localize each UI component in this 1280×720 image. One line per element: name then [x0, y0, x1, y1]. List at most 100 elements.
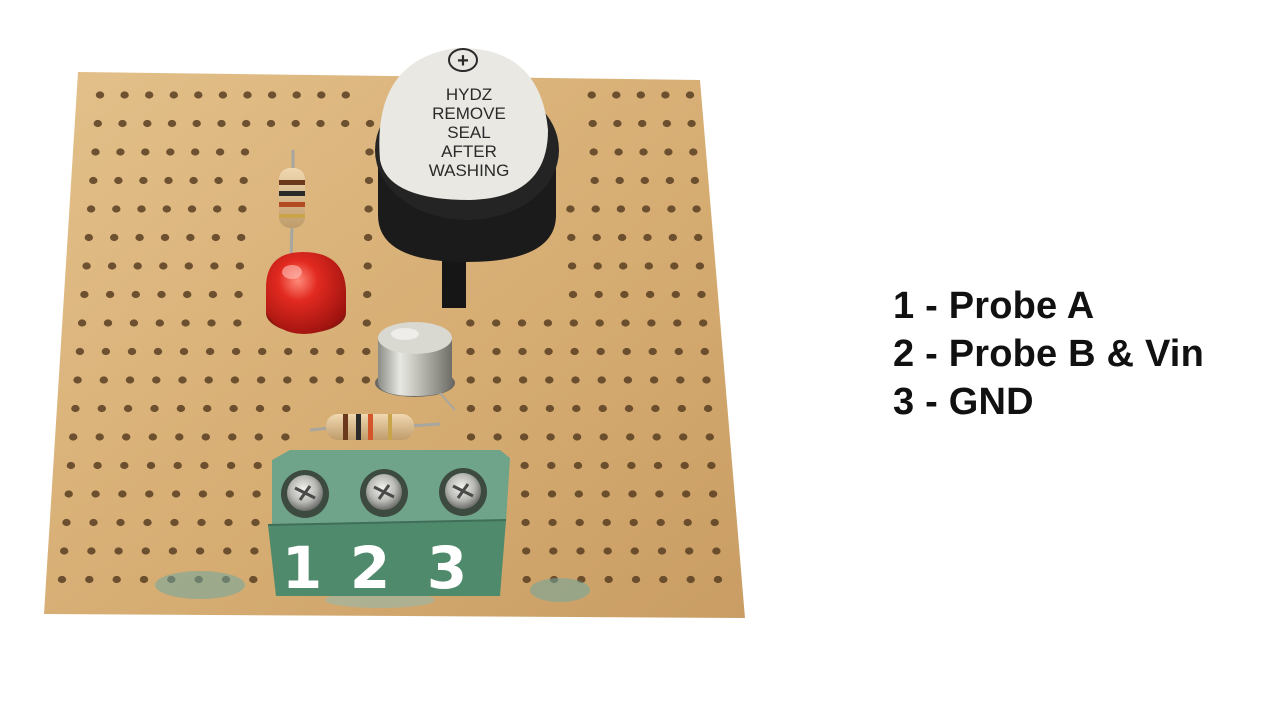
board-hole: [645, 290, 655, 299]
board-hole: [679, 433, 688, 441]
board-hole: [224, 518, 233, 527]
board-hole: [519, 404, 528, 413]
board-hole: [594, 290, 603, 299]
board-hole: [284, 347, 293, 356]
board-hole: [217, 119, 226, 128]
board-hole: [571, 376, 580, 384]
board-hole: [234, 290, 243, 299]
legend-item-probe-b-vin: 2 - Probe B & Vin: [893, 333, 1204, 375]
board-hole: [335, 376, 344, 384]
board-hole: [680, 461, 689, 470]
board-hole: [66, 461, 76, 470]
board-hole: [175, 433, 184, 441]
board-hole: [155, 319, 164, 327]
board-hole: [208, 290, 218, 299]
board-hole: [112, 205, 121, 213]
board-hole: [225, 490, 234, 498]
terminal-block: 1 2 3: [267, 450, 510, 602]
board-hole: [125, 376, 135, 384]
board-hole: [239, 176, 248, 185]
board-hole: [363, 290, 372, 299]
board-hole: [707, 461, 716, 470]
board-hole: [93, 119, 103, 128]
board-hole: [616, 205, 626, 213]
board-hole: [518, 347, 527, 356]
board-hole: [628, 490, 637, 498]
terminal-pin-number: 2: [350, 534, 390, 602]
buzzer: + HYDZ REMOVE SEAL AFTER WASHING: [375, 47, 559, 308]
board-hole: [690, 176, 700, 185]
board-hole: [492, 376, 502, 384]
resistor-bottom: [309, 414, 441, 440]
board-hole: [629, 518, 638, 527]
board-hole: [218, 91, 228, 99]
board-hole: [281, 433, 290, 441]
board-hole: [567, 262, 577, 270]
board-hole: [226, 461, 236, 470]
board-hole: [687, 119, 696, 128]
board-hole: [207, 319, 216, 327]
board-hole: [493, 404, 502, 413]
board-hole: [700, 347, 709, 356]
board-hole: [91, 490, 100, 498]
board-hole: [249, 575, 258, 584]
board-hole: [520, 461, 529, 470]
board-hole: [522, 547, 531, 555]
board-hole: [617, 233, 627, 242]
board-hole: [648, 347, 657, 356]
board-hole: [492, 347, 501, 356]
board-hole: [123, 404, 133, 413]
board-hole: [184, 262, 193, 270]
board-hole: [627, 461, 636, 470]
board-hole: [223, 547, 232, 555]
board-hole: [197, 518, 206, 527]
board-hole: [93, 461, 102, 470]
board-hole: [638, 119, 647, 128]
screw: [281, 470, 329, 518]
terminal-pin-number: 1: [282, 534, 322, 602]
board-hole: [692, 205, 701, 213]
board-hole: [231, 347, 241, 356]
board-hole: [137, 205, 146, 213]
board-hole: [73, 376, 82, 384]
board-hole: [662, 119, 672, 128]
board-hole: [204, 376, 213, 384]
board-hole: [652, 433, 661, 441]
board-hole: [518, 376, 528, 384]
board-hole: [162, 205, 171, 213]
board-hole: [267, 91, 277, 99]
board-hole: [622, 347, 631, 356]
board-hole: [602, 518, 611, 527]
board-hole: [89, 518, 98, 527]
board-hole: [664, 148, 673, 156]
board-hole: [362, 347, 371, 356]
board-hole: [682, 490, 691, 498]
board-hole: [670, 262, 679, 270]
board-hole: [316, 119, 325, 128]
board-hole: [661, 91, 670, 99]
board-hole: [194, 91, 203, 99]
board-hole: [685, 91, 695, 99]
board-hole: [148, 433, 157, 441]
board-hole: [238, 205, 247, 213]
board-hole: [97, 404, 107, 413]
board-hole: [101, 347, 111, 356]
board-hole: [139, 176, 148, 185]
board-hole: [133, 262, 142, 270]
board-hole: [544, 347, 553, 356]
legend-item-probe-a: 1 - Probe A: [893, 285, 1095, 327]
board-hole: [671, 290, 680, 299]
board-hole: [336, 347, 345, 356]
buzzer-label-line: HYDZ: [446, 85, 492, 104]
board-hole: [116, 148, 125, 156]
board-hole: [713, 575, 723, 584]
board-hole: [676, 376, 685, 384]
board-hole: [171, 490, 181, 498]
board-hole: [547, 461, 556, 470]
buzzer-label-line: SEAL: [447, 123, 490, 142]
board-hole: [201, 433, 210, 441]
board-hole: [129, 319, 139, 327]
board-hole: [118, 490, 127, 498]
board-hole: [145, 91, 154, 99]
